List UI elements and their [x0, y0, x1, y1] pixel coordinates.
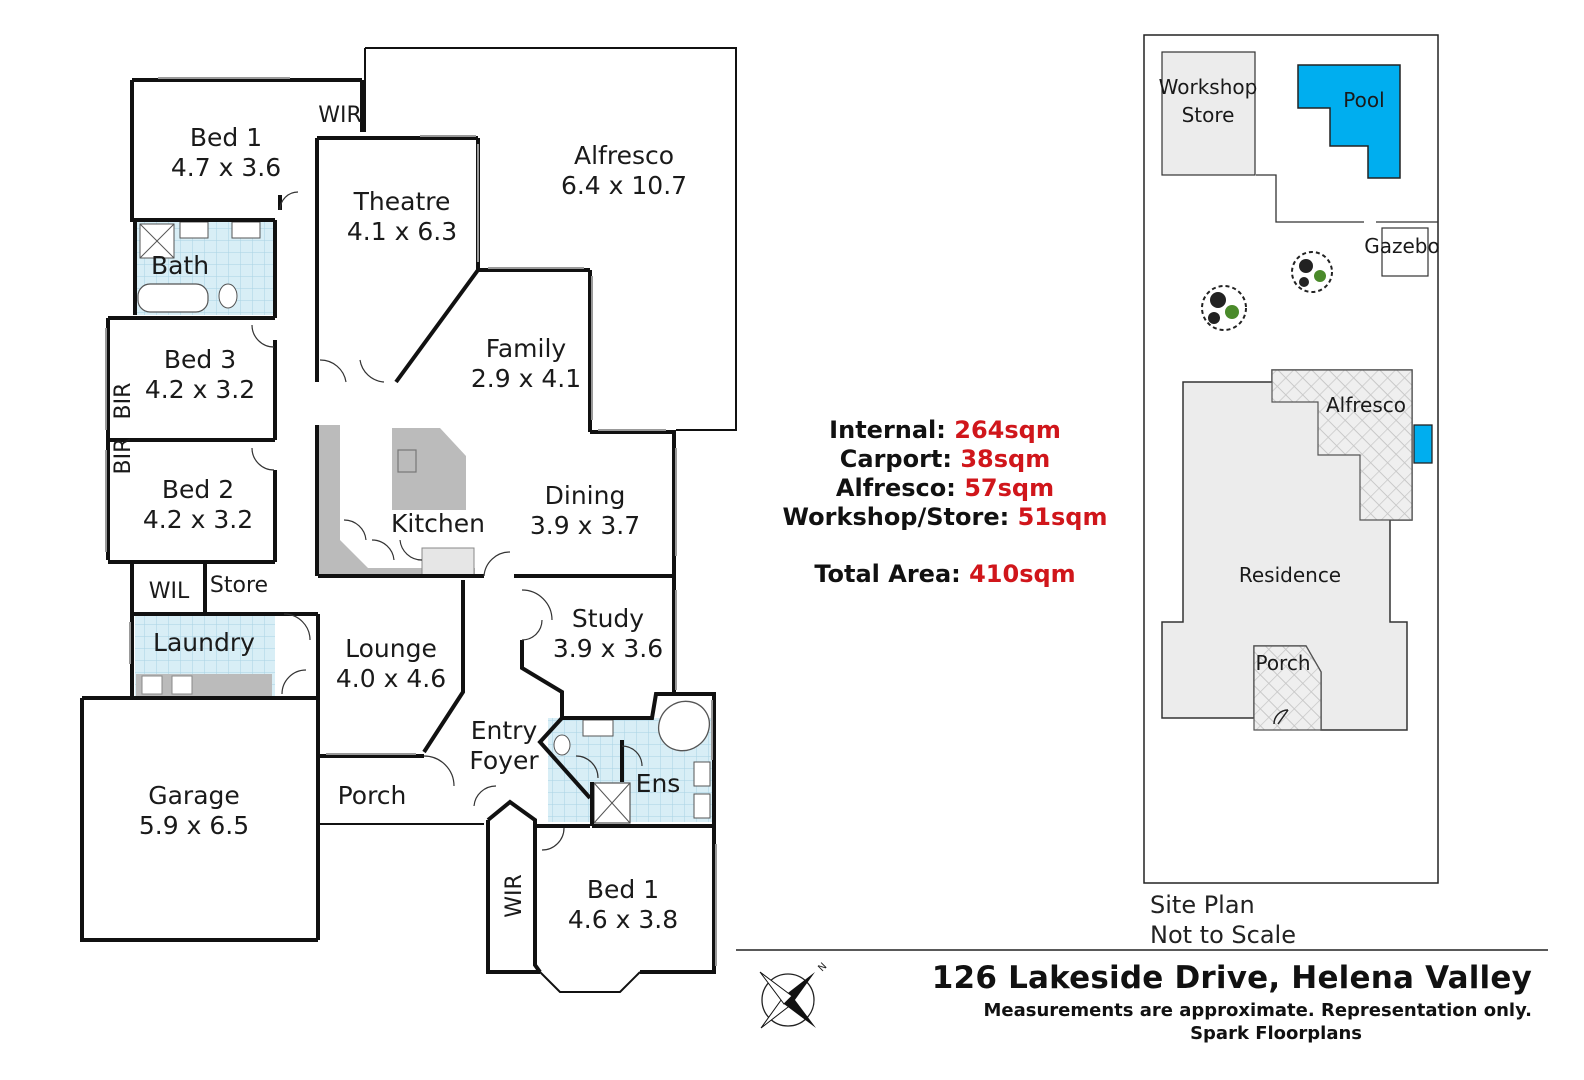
alfresco-name: Alfresco — [574, 141, 674, 170]
site-gazebo-label: Gazebo — [1364, 234, 1440, 258]
toilet-icon — [218, 283, 238, 309]
floor-plan-house: Bed 1 4.7 x 3.6 WIR Theatre 4.1 x 6.3 Al… — [80, 47, 737, 993]
bed2-size: 4.2 x 3.2 — [143, 505, 253, 534]
bir-label-1: BIR — [111, 383, 136, 420]
washer-icon — [171, 675, 193, 695]
title-block: 126 Lakeside Drive, Helena Valley Measur… — [932, 960, 1532, 1044]
laundry-name: Laundry — [153, 628, 255, 657]
laundry-counter — [136, 674, 272, 696]
basin-icon — [179, 221, 209, 239]
bath-name: Bath — [151, 251, 209, 280]
site-store-label: Store — [1182, 103, 1235, 127]
theatre-size: 4.1 x 6.3 — [347, 217, 457, 246]
site-plan-caption-1: Site Plan — [1150, 891, 1255, 919]
tree-icon — [1201, 285, 1247, 331]
lounge-size: 4.0 x 4.6 — [336, 664, 446, 693]
kitchen-name: Kitchen — [391, 509, 485, 538]
windows — [105, 77, 717, 966]
study-size: 3.9 x 3.6 — [553, 634, 663, 663]
study-name: Study — [572, 604, 644, 633]
area-alfresco: Alfresco: 57sqm — [835, 474, 1055, 502]
kitchen-counter — [318, 425, 475, 576]
site-plan-caption: Site Plan Not to Scale — [1150, 890, 1296, 950]
bathtub-icon — [137, 283, 209, 313]
dining-size: 3.9 x 3.7 — [530, 511, 640, 540]
bed3-name: Bed 3 — [164, 345, 236, 374]
area-workshop: Workshop/Store: 51sqm — [782, 503, 1108, 531]
garage-name: Garage — [148, 781, 240, 810]
company-name: Spark Floorplans — [1190, 1023, 1362, 1044]
wil-label: WIL — [149, 579, 190, 604]
walls — [80, 47, 737, 993]
site-alfresco — [1271, 369, 1413, 521]
site-alfresco-label: Alfresco — [1326, 393, 1406, 417]
entry-name: Entry — [471, 716, 538, 745]
bed3-size: 4.2 x 3.2 — [145, 375, 255, 404]
site-pool — [1297, 64, 1401, 179]
bir-label-2: BIR — [111, 438, 136, 475]
wir-bottom-label: WIR — [502, 874, 527, 918]
bed1-bottom-size: 4.6 x 3.8 — [568, 905, 678, 934]
cooktop-icon — [421, 547, 475, 577]
site-workshop-label: Workshop — [1159, 75, 1258, 99]
family-size: 2.9 x 4.1 — [471, 364, 581, 393]
lounge-name: Lounge — [345, 634, 437, 663]
site-workshop-store — [1161, 51, 1256, 176]
compass-north-label: N — [816, 961, 829, 974]
site-gazebo — [1381, 227, 1429, 277]
site-porch-label: Porch — [1255, 651, 1310, 675]
site-plan: Workshop Store Pool Gazebo Alfresco Resi… — [1143, 34, 1440, 884]
basin-icon-2 — [231, 221, 261, 239]
dining-name: Dining — [545, 481, 626, 510]
ensuite-toilet-icon — [553, 734, 571, 756]
bed1-bottom-name: Bed 1 — [587, 875, 659, 904]
property-address: 126 Lakeside Drive, Helena Valley — [931, 960, 1532, 996]
area-total: Total Area: 410sqm — [814, 560, 1076, 588]
bed2-name: Bed 2 — [162, 475, 234, 504]
laundry-sink-icon — [141, 675, 163, 695]
porch-name: Porch — [338, 781, 407, 810]
tree-icon-2 — [1291, 251, 1333, 293]
doors — [251, 191, 643, 851]
sink-icon — [397, 449, 417, 473]
ensuite-name: Ens — [636, 769, 681, 798]
site-pool-label: Pool — [1343, 88, 1384, 112]
vanity-icon — [693, 761, 711, 787]
alfresco-size: 6.4 x 10.7 — [561, 171, 687, 200]
garage-size: 5.9 x 6.5 — [139, 811, 249, 840]
vanity-icon-2 — [693, 793, 711, 819]
theatre-name: Theatre — [353, 187, 451, 216]
store-label: Store — [210, 573, 268, 598]
bed1-top-name: Bed 1 — [190, 123, 262, 152]
site-porch — [1253, 645, 1322, 731]
site-residence-label: Residence — [1239, 563, 1341, 587]
kitchen-island — [392, 428, 466, 510]
spa-bath-icon — [657, 700, 711, 752]
disclaimer: Measurements are approximate. Representa… — [983, 1000, 1532, 1021]
entry-subname: Foyer — [469, 746, 539, 775]
bed1-top-size: 4.7 x 3.6 — [171, 153, 281, 182]
area-summary: Internal: 264sqm Carport: 38sqm Alfresco… — [760, 416, 1130, 589]
area-carport: Carport: 38sqm — [839, 445, 1051, 473]
wir-top-label: WIR — [318, 103, 362, 128]
area-internal: Internal: 264sqm — [829, 416, 1061, 444]
site-plan-caption-2: Not to Scale — [1150, 921, 1296, 949]
compass-icon: N — [759, 961, 829, 1029]
family-name: Family — [486, 334, 567, 363]
site-pool-small — [1413, 424, 1433, 464]
ensuite-basin-icon — [582, 719, 614, 737]
